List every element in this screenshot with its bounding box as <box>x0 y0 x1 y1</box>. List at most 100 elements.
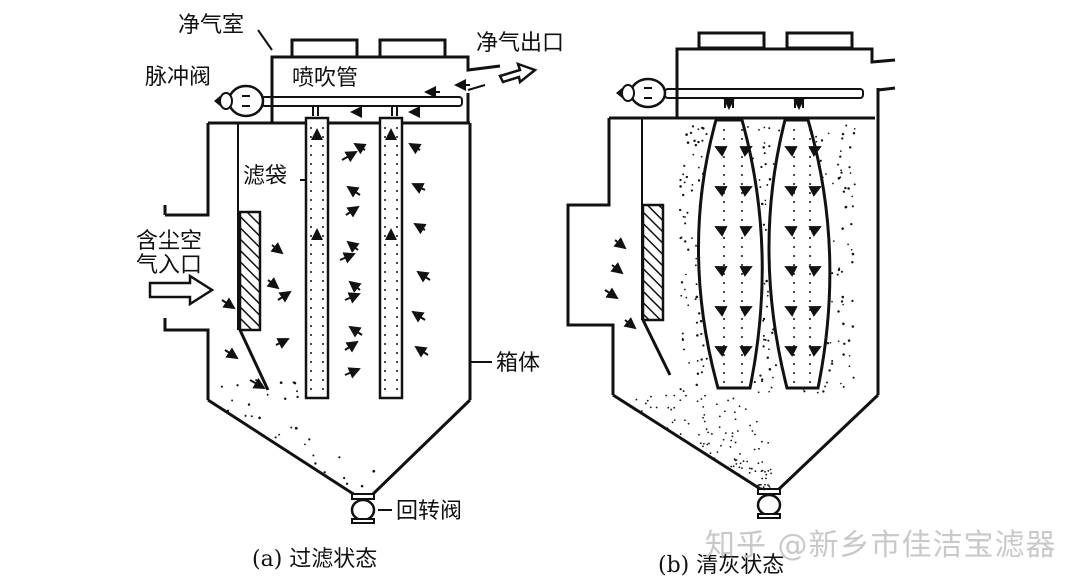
dust-dot <box>739 462 742 465</box>
inlet-baffle <box>641 203 665 322</box>
dust-dot <box>723 354 725 356</box>
dust-dot <box>840 171 843 174</box>
dust-dot <box>828 369 831 372</box>
dust-dot <box>831 360 834 363</box>
dust-dot <box>729 446 732 448</box>
dust-dot <box>723 147 725 149</box>
blow-pipe <box>261 96 463 107</box>
dust-dot <box>793 300 795 302</box>
dust-dot <box>384 388 386 390</box>
dust-dot <box>723 138 725 140</box>
dust-dot <box>247 403 251 406</box>
dust-dot <box>741 147 743 149</box>
dust-dot <box>761 202 764 206</box>
dust-dot <box>724 432 727 435</box>
dust-dot <box>687 304 690 307</box>
dust-dot <box>322 127 324 129</box>
dust-dot <box>694 143 698 147</box>
dust-dot <box>758 447 760 450</box>
dust-dot <box>384 370 386 372</box>
dust-dot <box>723 318 725 320</box>
dust-dot <box>761 461 764 463</box>
dust-dot <box>296 390 298 393</box>
dust-dot <box>304 443 306 446</box>
dust-dot <box>747 126 749 128</box>
dust-dot <box>650 395 652 398</box>
flow-arrow <box>808 186 822 197</box>
dust-dot <box>322 226 324 228</box>
dust-dot <box>762 486 765 489</box>
dust-dot <box>255 379 258 382</box>
dust-dot <box>396 271 398 273</box>
dust-dot <box>644 402 647 405</box>
dust-dot <box>793 345 795 347</box>
filter-bag-2 <box>378 116 404 400</box>
dust-dot <box>741 255 743 257</box>
dust-dot <box>741 273 743 275</box>
dust-dot <box>723 264 725 266</box>
dust-dot <box>310 127 312 129</box>
dust-dot <box>384 145 386 147</box>
rotary-valve-icon <box>350 493 376 524</box>
dust-dot <box>396 298 398 300</box>
dust-dot <box>322 262 324 264</box>
dust-dot <box>809 129 811 131</box>
dust-dot <box>735 463 738 465</box>
dust-dot <box>759 186 762 189</box>
dust-dot <box>702 416 704 419</box>
dust-dot <box>322 145 324 147</box>
dust-dot <box>697 166 700 169</box>
dust-dot <box>723 363 725 365</box>
dust-dot <box>231 399 234 402</box>
dust-dot <box>694 264 697 267</box>
dust-dot <box>384 280 386 282</box>
label-dusty-air-inlet-1: 含尘空 <box>136 229 202 254</box>
dust-dot <box>741 363 743 365</box>
dust-dot <box>841 295 845 299</box>
dust-dot <box>829 341 832 344</box>
dust-dot <box>696 372 700 375</box>
dust-dot <box>290 426 293 429</box>
dust-dot <box>738 473 741 476</box>
dust-dot <box>762 146 765 149</box>
dust-dot <box>853 128 856 130</box>
dust-dot <box>762 223 766 226</box>
dust-dot <box>754 470 757 473</box>
dust-dot <box>766 305 768 308</box>
dust-dot <box>706 443 709 446</box>
dust-dot <box>322 325 324 327</box>
dust-dot <box>384 307 386 309</box>
filter-bag-1 <box>304 116 330 400</box>
rotary-valve-icon <box>756 488 782 519</box>
dust-dot <box>741 318 743 320</box>
dust-dot <box>396 136 398 138</box>
dust-dot <box>649 406 652 409</box>
dust-dot <box>831 300 833 303</box>
dust-dot <box>655 406 658 409</box>
dust-dot <box>809 174 811 176</box>
dust-dot <box>322 334 324 336</box>
dust-dot <box>724 410 726 413</box>
dust-dot <box>793 156 795 158</box>
dust-dot <box>793 372 795 374</box>
dust-dot <box>685 273 687 276</box>
dust-dot <box>697 179 701 182</box>
dust-dot <box>384 244 386 246</box>
dust-dot <box>851 299 854 303</box>
clean-air-chamber <box>270 55 501 123</box>
dust-dot <box>722 438 725 441</box>
dust-dot <box>793 192 795 194</box>
dust-dot <box>310 361 312 363</box>
dust-dot <box>723 345 725 347</box>
dust-dot <box>688 361 690 364</box>
dust-dot <box>809 363 811 365</box>
dust-dot <box>310 136 312 138</box>
dust-dot <box>741 309 743 311</box>
dust-dot <box>851 205 854 208</box>
dust-dot <box>697 128 700 131</box>
dust-dot <box>732 397 735 400</box>
pulse-arrows <box>604 98 822 357</box>
dust-dot <box>793 228 795 230</box>
dust-dot <box>396 325 398 327</box>
